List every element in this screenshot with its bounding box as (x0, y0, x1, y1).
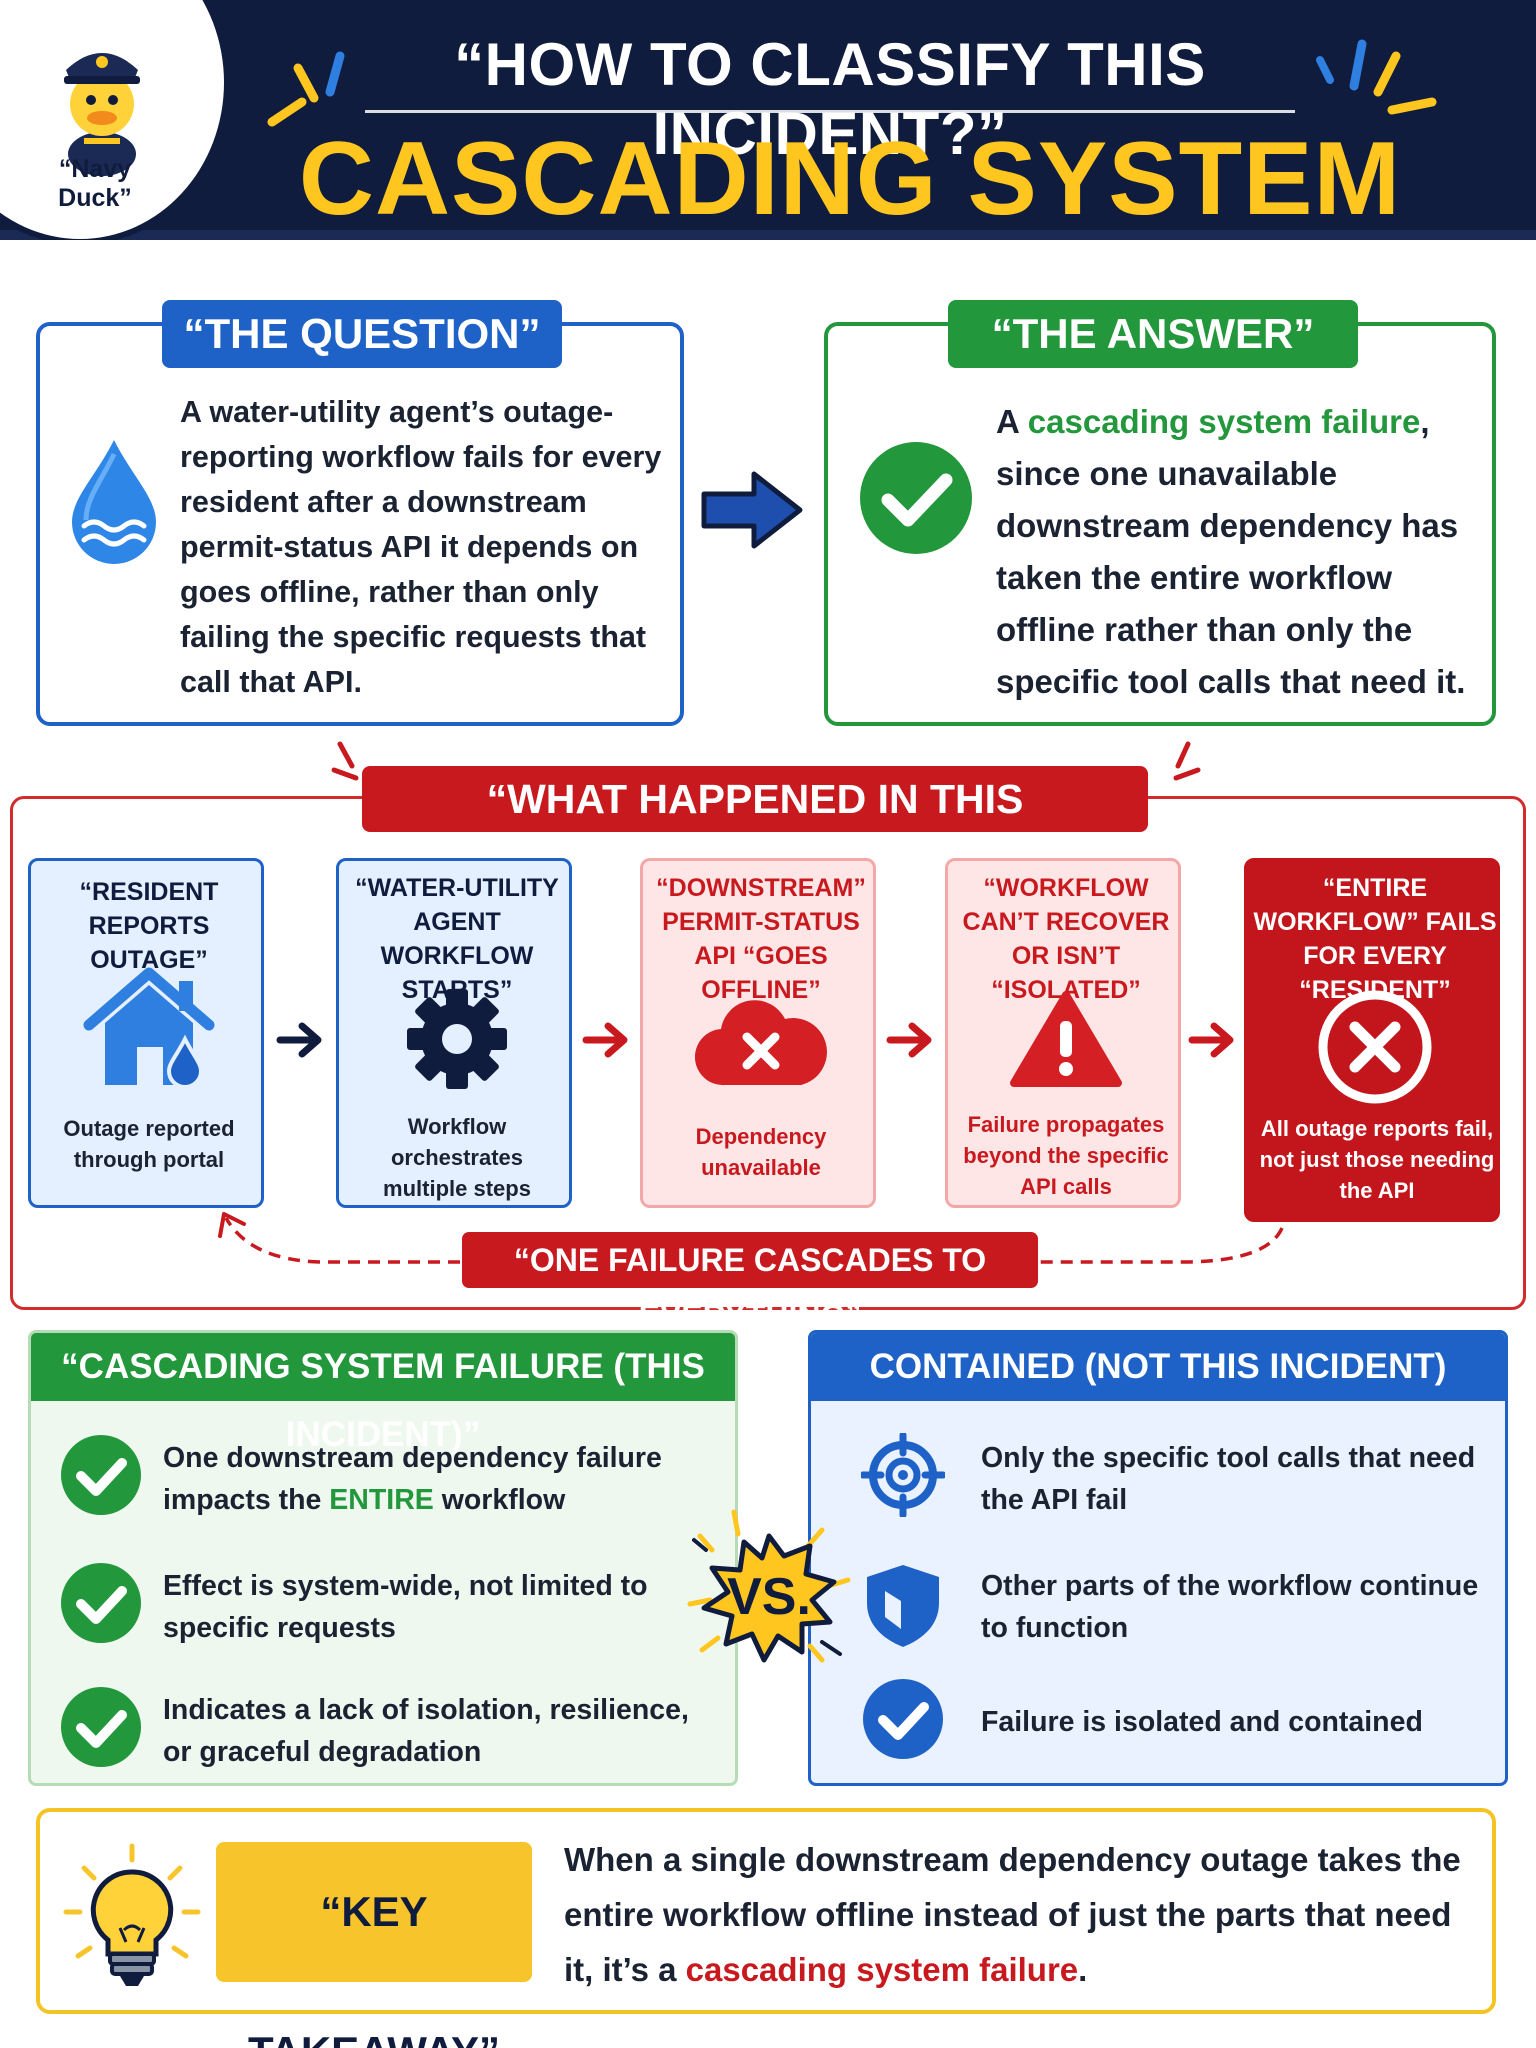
question-box: “THE QUESTION” A water-utility agent’s o… (36, 300, 684, 726)
vs-badge: VS. (687, 1509, 851, 1663)
house-icon (83, 967, 215, 1089)
cascading-panel: “CASCADING SYSTEM FAILURE (THIS INCIDENT… (28, 1330, 738, 1786)
step-title: “DOWNSTREAM” PERMIT-STATUS API “GOES OFF… (656, 874, 866, 1004)
burst-incident-left-icon (331, 741, 359, 781)
question-text: A water-utility agent’s outage-reporting… (180, 395, 662, 699)
list-item-text: Effect is system-wide, not limited to sp… (163, 1570, 648, 1644)
cascade-loop-arrow (218, 1212, 1284, 1264)
step-desc: Outage reported through portal (63, 1116, 235, 1172)
flow-arrow-icon (582, 1022, 628, 1058)
step-desc: All outage reports fail, not just those … (1259, 1116, 1495, 1203)
warning-icon (1010, 991, 1122, 1087)
cloud-error-icon (695, 1000, 827, 1086)
takeaway-text-suffix: . (1078, 1951, 1088, 1988)
answer-highlight: cascading system failure (1027, 403, 1421, 440)
flow-arrow-icon (1188, 1022, 1234, 1058)
takeaway-label: “KEY TAKEAWAY” (216, 1842, 532, 2048)
answer-label: “THE ANSWER” (948, 300, 1358, 368)
text-part: workflow (433, 1484, 566, 1516)
check-circle-icon (863, 1679, 943, 1759)
subtitle-underline (365, 110, 1295, 113)
burst-right-icon (1316, 39, 1437, 115)
flow-arrow-icon (886, 1022, 932, 1058)
step-title: “RESIDENT REPORTS OUTAGE” (79, 878, 219, 974)
takeaway-box: “KEY TAKEAWAY” When a single downstream … (36, 1808, 1496, 2048)
answer-text: A cascading system failure, since one un… (996, 396, 1476, 708)
x-circle-icon (1318, 990, 1432, 1104)
question-label: “THE QUESTION” (162, 300, 562, 368)
arrow-right-icon (701, 471, 803, 549)
water-drop-icon (72, 440, 156, 564)
check-circle-icon (61, 1687, 141, 1767)
burst-left-icon (267, 51, 345, 127)
list-item-text: Failure is isolated and contained (981, 1706, 1423, 1738)
flow-step-cannot-recover: “WORKFLOW CAN’T RECOVER OR ISN’T “ISOLAT… (945, 858, 1181, 1208)
burst-incident-right-icon (1173, 741, 1201, 781)
answer-box: “THE ANSWER” A cascading system failure,… (824, 300, 1496, 726)
flow-arrow-icon (276, 1022, 322, 1058)
gear-icon (407, 989, 507, 1089)
target-icon (861, 1433, 945, 1517)
flow-step-workflow-starts: “WATER-UTILITY AGENT WORKFLOW STARTS” Wo… (336, 858, 572, 1208)
answer-text-suffix: , since one unavailable downstream depen… (996, 403, 1466, 700)
contained-panel: CONTAINED (NOT THIS INCIDENT) Only the s… (808, 1330, 1508, 1786)
list-item-text: Indicates a lack of isolation, resilienc… (163, 1694, 689, 1768)
list-item-text: One downstream dependency failure impact… (163, 1437, 723, 1521)
step-title: “ENTIRE WORKFLOW” FAILS FOR EVERY “RESID… (1253, 874, 1497, 1004)
shield-icon (867, 1565, 939, 1647)
header-banner: “Navy Duck” “HOW TO CLASSIFY THIS INCIDE… (0, 0, 1536, 240)
flow-step-entire-workflow-fails: “ENTIRE WORKFLOW” FAILS FOR EVERY “RESID… (1244, 858, 1500, 1222)
flow-step-api-offline: “DOWNSTREAM” PERMIT-STATUS API “GOES OFF… (640, 858, 876, 1208)
cascade-label: “ONE FAILURE CASCADES TO EVERYTHING” (462, 1232, 1038, 1334)
step-title: “WATER-UTILITY AGENT WORKFLOW STARTS” (355, 874, 559, 1004)
check-circle-icon (61, 1563, 141, 1643)
list-item-text: Only the specific tool calls that need t… (981, 1442, 1476, 1516)
check-circle-icon (860, 442, 972, 554)
navy-duck-icon (64, 53, 140, 176)
text-part: One downstream dependency failure impact… (163, 1442, 662, 1516)
header-stripe (0, 230, 1536, 240)
contained-header: CONTAINED (NOT THIS INCIDENT) (811, 1333, 1505, 1401)
step-desc: Workflow orchestrates multiple steps (383, 1114, 531, 1201)
list-item-text: Other parts of the workflow continue to … (981, 1570, 1479, 1644)
vs-label: VS. (727, 1568, 811, 1626)
takeaway-text-prefix: When a single downstream dependency outa… (564, 1841, 1461, 1988)
lightbulb-icon (63, 1843, 201, 1986)
flow-step-resident-reports: “RESIDENT REPORTS OUTAGE” Outage reporte… (28, 858, 264, 1208)
mascot-name: “Navy Duck” (58, 155, 132, 212)
step-desc: Failure propagates beyond the specific A… (963, 1112, 1169, 1199)
text-highlight: ENTIRE (329, 1484, 434, 1516)
step-desc: Dependency unavailable (695, 1124, 827, 1180)
takeaway-highlight: cascading system failure (685, 1951, 1079, 1988)
cascading-header: “CASCADING SYSTEM FAILURE (THIS INCIDENT… (31, 1333, 735, 1454)
answer-text-prefix: A (996, 403, 1028, 440)
header-title: CASCADING SYSTEM FAILURE (298, 121, 1402, 237)
check-circle-icon (61, 1435, 141, 1515)
takeaway-text: When a single downstream dependency outa… (564, 1832, 1484, 1997)
